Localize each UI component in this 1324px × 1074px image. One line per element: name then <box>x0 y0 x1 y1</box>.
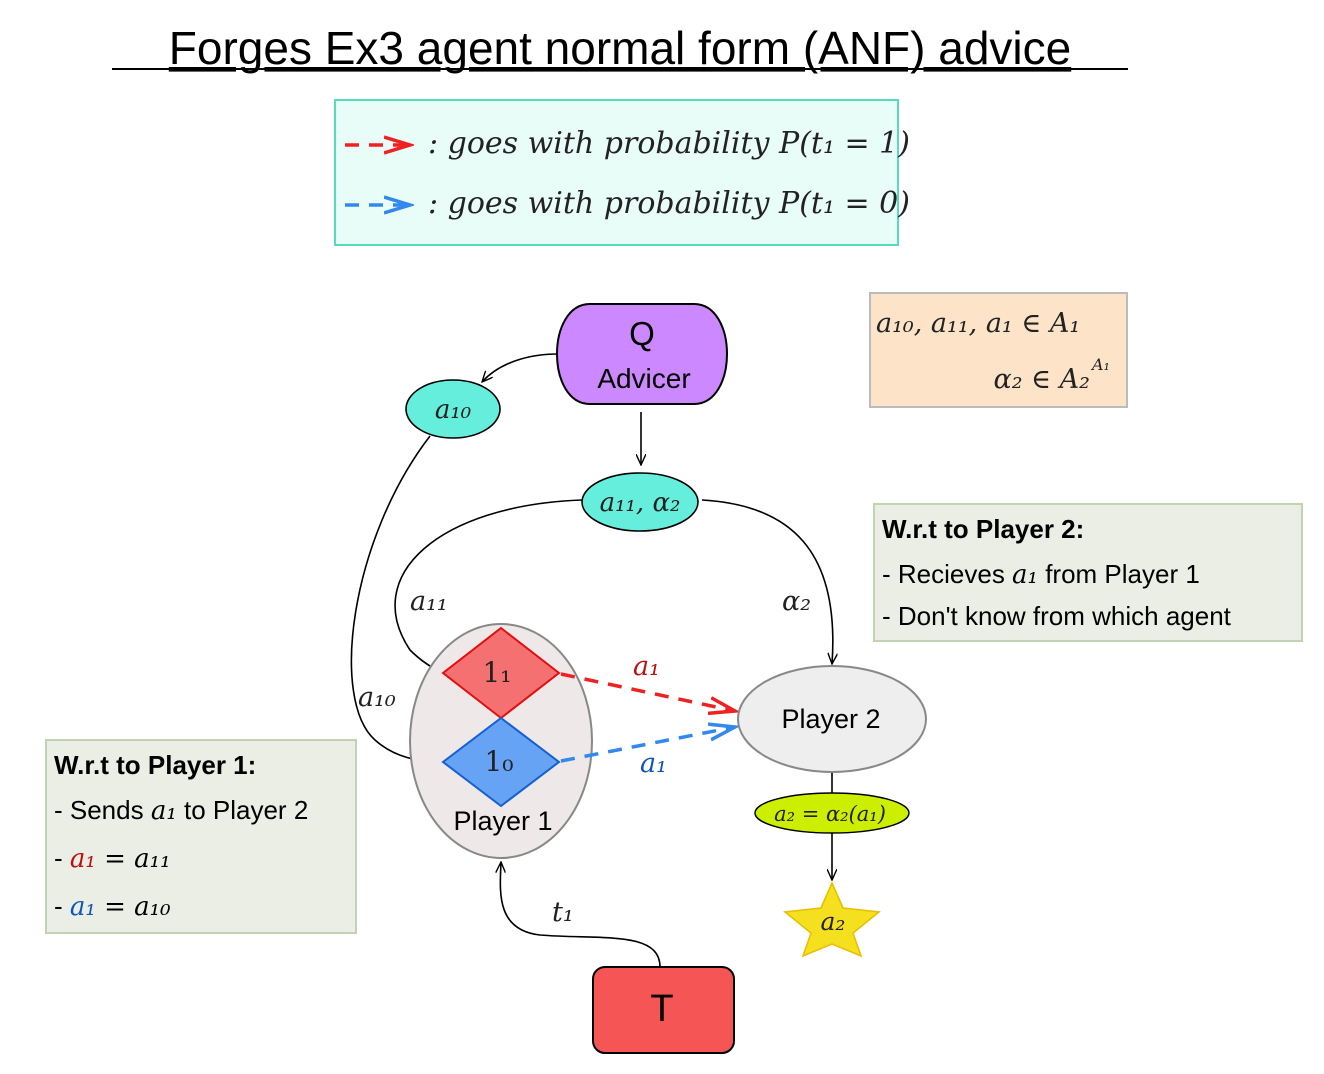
legend-red-text: : goes with probability P(t₁ = 1) <box>428 126 910 161</box>
agent-1-0-label: 1₀ <box>484 745 513 778</box>
advicer-node: Q Advicer <box>556 303 728 405</box>
signal-a11-alpha2-node: a₁₁, α₂ <box>581 472 699 532</box>
edge-a10-to-agent10 <box>350 435 443 762</box>
edge-label-t1: t₁ <box>552 897 574 928</box>
edge-a11-to-agent11 <box>394 499 583 674</box>
signal-a10-node: a₁₀ <box>405 379 501 439</box>
player2-note-line-2: - Don't know from which agent <box>882 601 1232 631</box>
agent-1-0-node: 1₀ <box>441 716 561 808</box>
player2-note-title: W.r.t to Player 2: <box>882 514 1084 544</box>
type-node-label: T <box>650 988 673 1030</box>
legend-box: : goes with probability P(t₁ = 1) : goes… <box>334 99 910 246</box>
edge-label-alpha2: α₂ <box>782 586 811 617</box>
player1-label: Player 1 <box>453 806 552 836</box>
signal-a11-alpha2-label: a₁₁, α₂ <box>600 488 681 518</box>
signal-a10-label: a₁₀ <box>435 395 472 425</box>
sets-box: a₁₀, a₁₁, a₁ ∈ A₁ α₂ ∈ A₂ A₁ <box>869 292 1128 408</box>
edge-alpha2-to-player2 <box>701 499 833 664</box>
agent-1-1-label: 1₁ <box>482 656 511 689</box>
player2-label: Player 2 <box>781 704 880 734</box>
edge-label-a1-red: a₁ <box>633 651 660 682</box>
decision-label: a₂ = α₂(a₁) <box>774 802 886 826</box>
edge-type-to-player1 <box>500 862 661 968</box>
player2-node: Player 2 <box>737 665 927 773</box>
player1-note-box: W.r.t to Player 1: - Sends a₁ to Player … <box>45 739 357 934</box>
edge-agent10-to-player2-blue <box>560 727 735 763</box>
edge-label-a10: a₁₀ <box>358 682 396 713</box>
type-node: T <box>592 966 735 1054</box>
player1-note-title: W.r.t to Player 1: <box>54 750 256 780</box>
player1-note-line-3: - a₁ = a₁₀ <box>54 891 171 922</box>
outcome-star: a₂ <box>783 881 881 958</box>
sets-line-2: α₂ ∈ A₂ <box>993 364 1090 395</box>
player1-note-line-2: - a₁ = a₁₁ <box>54 843 171 874</box>
player1-note-line-1: - Sends a₁ to Player 2 <box>54 795 308 826</box>
edge-advicer-to-a10 <box>482 353 559 382</box>
advicer-label: Advicer <box>597 363 690 394</box>
outcome-star-label: a₂ <box>821 907 846 936</box>
page-title: Forges Ex3 agent normal form (ANF) advic… <box>169 22 1071 74</box>
edge-label-a11: a₁₁ <box>410 586 448 617</box>
decision-node: a₂ = α₂(a₁) <box>754 792 910 834</box>
edge-agent11-to-player2-red <box>560 672 735 711</box>
sets-line-2-superscript: A₁ <box>1090 355 1110 374</box>
edge-label-a1-blue: a₁ <box>640 748 667 779</box>
player2-note-line-1: - Recieves a₁ from Player 1 <box>882 559 1200 590</box>
legend-blue-text: : goes with probability P(t₁ = 0) <box>428 186 910 221</box>
advicer-symbol: Q <box>629 315 655 352</box>
player2-note-box: W.r.t to Player 2: - Recieves a₁ from Pl… <box>873 503 1303 642</box>
sets-line-1: a₁₀, a₁₁, a₁ ∈ A₁ <box>876 308 1080 339</box>
